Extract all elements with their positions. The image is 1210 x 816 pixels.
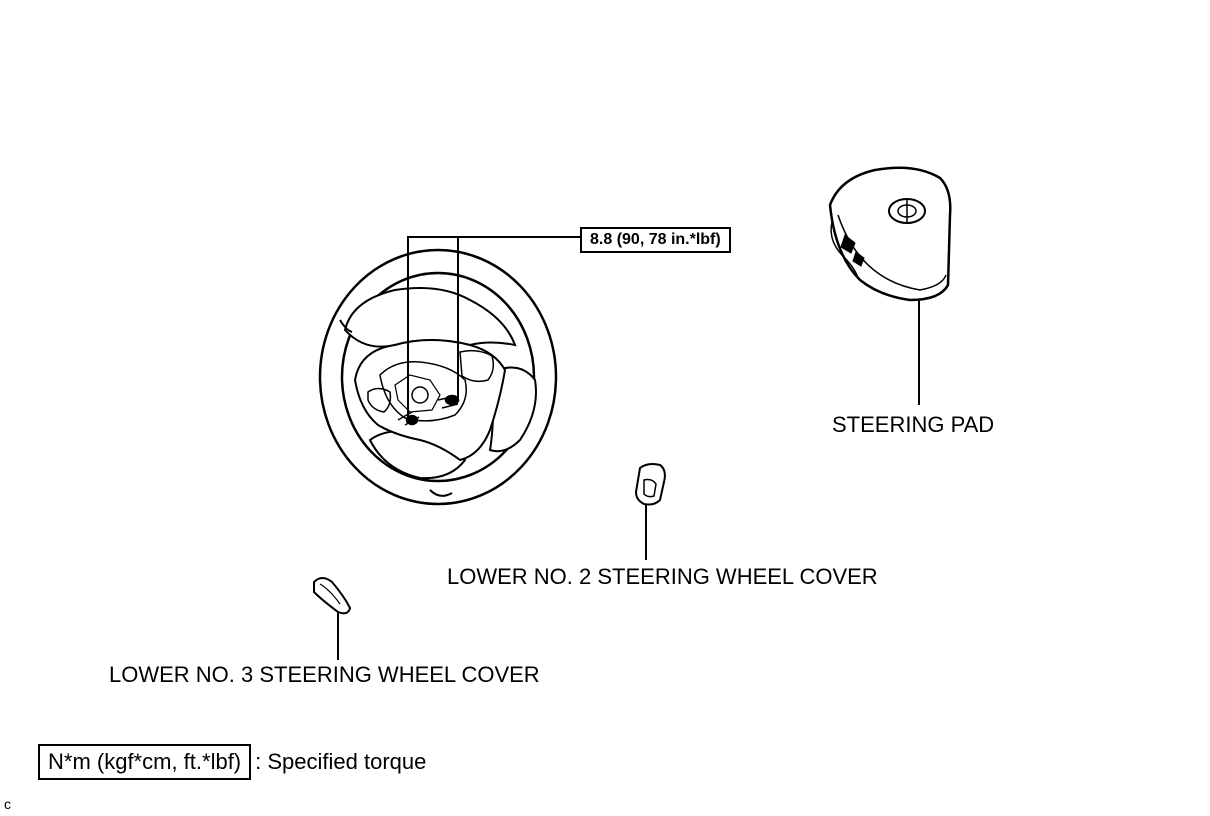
lower-no3-cover-illustration (313, 577, 352, 615)
torque-callout: 8.8 (90, 78 in.*lbf) (580, 227, 731, 253)
lower-no2-cover-label: LOWER NO. 2 STEERING WHEEL COVER (447, 564, 878, 589)
legend-description: : Specified torque (255, 749, 427, 774)
lower-no3-cover-label: LOWER NO. 3 STEERING WHEEL COVER (109, 662, 540, 687)
legend-unit-box: N*m (kgf*cm, ft.*lbf) (38, 744, 252, 780)
torque-leader-lines (407, 236, 580, 418)
figure-code: c (4, 796, 11, 812)
steering-pad-illustration (828, 166, 952, 302)
lower-no2-cover-illustration (634, 463, 666, 506)
steering-pad-label: STEERING PAD (832, 412, 995, 437)
torque-legend: N*m (kgf*cm, ft.*lbf) : Specified torque (38, 744, 426, 780)
steering-wheel (318, 248, 558, 506)
